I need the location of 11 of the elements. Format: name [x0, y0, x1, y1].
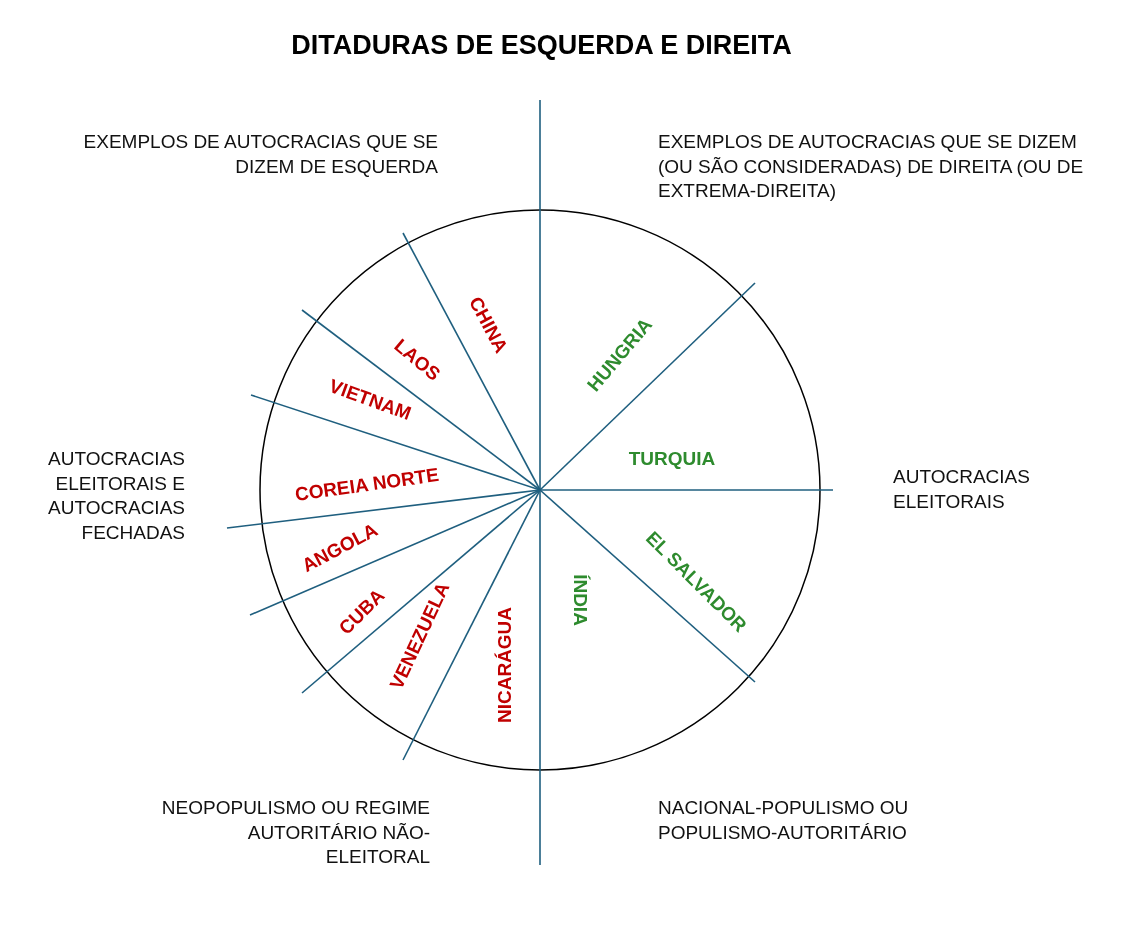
category-label: AUTOCRACIAS ELEITORAIS E AUTOCRACIAS FECHADAS [47, 447, 185, 546]
category-label: EXEMPLOS DE AUTOCRACIAS QUE SE DIZEM DE ESQUERDA [82, 130, 438, 179]
country-label: ÍNDIA [569, 574, 591, 626]
country-label: NICARÁGUA [494, 606, 516, 724]
category-label: AUTOCRACIAS ELEITORAIS [893, 465, 1031, 514]
title: DITADURAS DE ESQUERDA E DIREITA [290, 30, 793, 61]
category-label: NACIONAL-POPULISMO OU POPULISMO-AUTORITÁRIO [658, 796, 910, 845]
category-label: NEOPOPULISMO OU REGIME AUTORITÁRIO NÃO-ELEITORAL [160, 796, 430, 870]
country-label: COREIA NORTE [293, 464, 441, 506]
country-label: TURQUIA [628, 448, 716, 470]
category-label: EXEMPLOS DE AUTOCRACIAS QUE SE DIZEM (OU SÃO CONSIDERADAS) DE DIREITA (OU DE EXTREMA-DIREITA) [658, 130, 1085, 204]
